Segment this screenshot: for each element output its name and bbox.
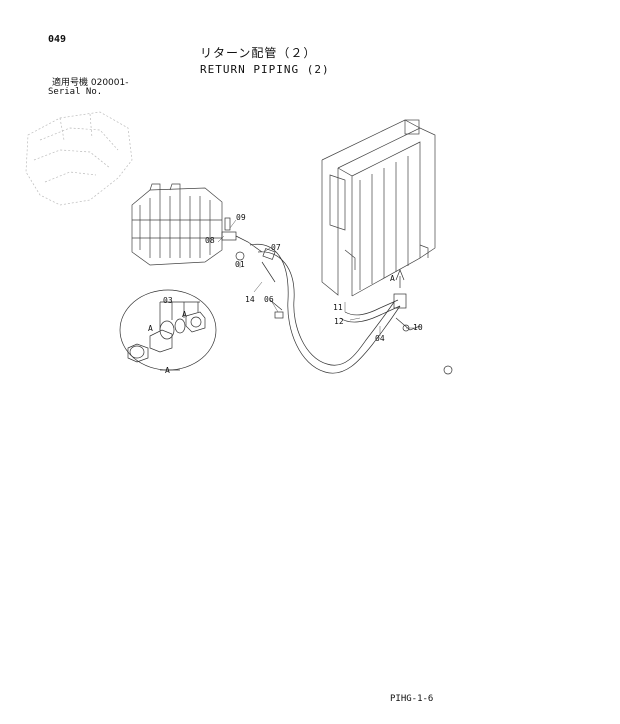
return-hose bbox=[249, 243, 401, 374]
title-english: RETURN PIPING (2) bbox=[200, 63, 330, 76]
page-number: 049 bbox=[48, 34, 67, 45]
engine-block bbox=[25, 111, 133, 206]
control-valve bbox=[131, 183, 223, 266]
callout-11: 11 bbox=[333, 303, 343, 312]
callout-03: 03 bbox=[163, 296, 173, 305]
leader-lines bbox=[217, 219, 414, 336]
callout-a-detail: A bbox=[165, 366, 170, 375]
callout-a-cooler: A bbox=[390, 274, 395, 283]
callout-07: 07 bbox=[271, 243, 281, 252]
callout-06: 06 bbox=[264, 295, 274, 304]
oil-cooler bbox=[321, 119, 436, 297]
callout-01: 01 bbox=[235, 260, 245, 269]
callout-a-left: A bbox=[148, 324, 153, 333]
callout-14: 14 bbox=[245, 295, 255, 304]
callout-08: 08 bbox=[205, 236, 215, 245]
callout-04: 04 bbox=[375, 334, 385, 343]
fitting-group bbox=[221, 217, 263, 261]
serial-label-english: Serial No. bbox=[48, 87, 103, 97]
detail-view-a bbox=[119, 289, 217, 371]
reference-mark-icon bbox=[443, 365, 453, 375]
callout-09: 09 bbox=[236, 213, 246, 222]
serial-label-japanese: 適用号機 020001- bbox=[52, 78, 129, 88]
callout-12: 12 bbox=[334, 317, 344, 326]
callout-a-right: A bbox=[182, 310, 187, 319]
callout-10: 10 bbox=[413, 323, 423, 332]
title-japanese: リターン配管（２） bbox=[200, 46, 317, 60]
footer-code: PIHG-1-6 bbox=[390, 694, 434, 704]
